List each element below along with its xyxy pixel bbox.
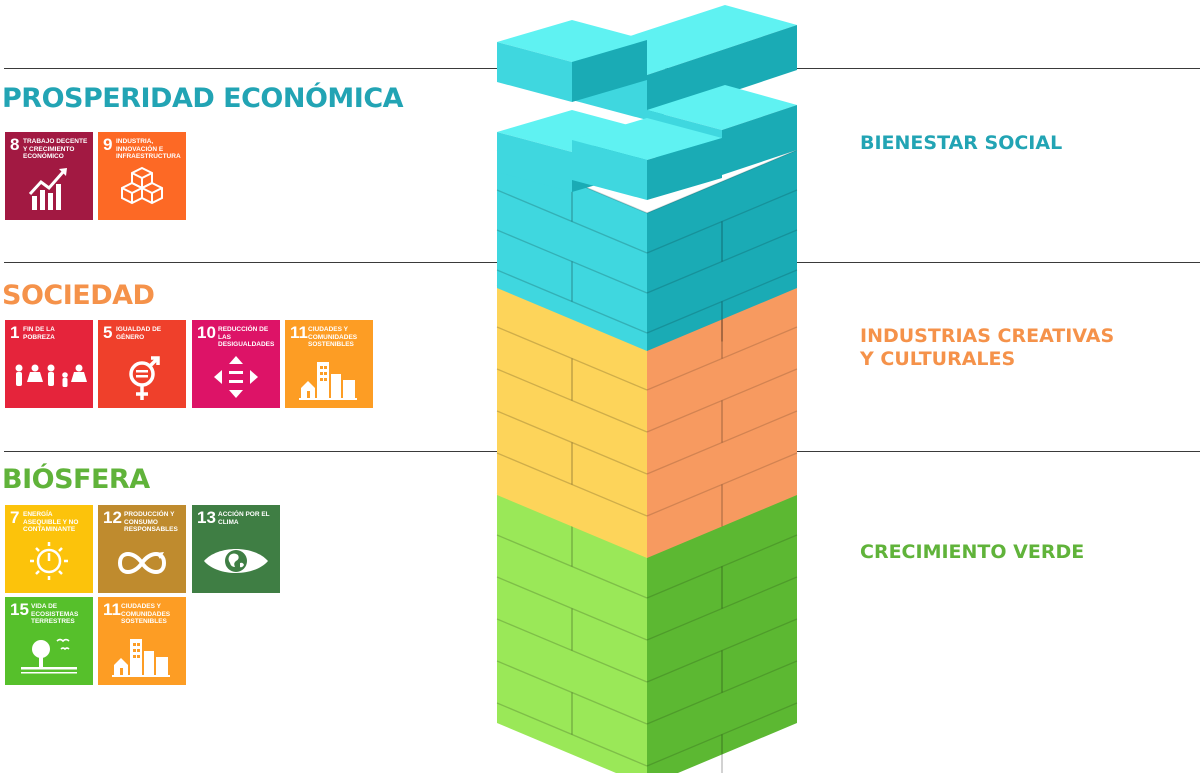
sdg-tile-13: 13 ACCIÓN POR EL CLIMA xyxy=(192,505,280,593)
sdg-number: 11 xyxy=(290,323,308,342)
top-block-mid-front xyxy=(497,132,572,192)
sdg-title: VIDA DE ECOSISTEMAS TERRESTRES xyxy=(31,603,79,625)
family-icon xyxy=(15,364,87,387)
sdg-number: 15 xyxy=(10,600,29,619)
top-block-mid-top xyxy=(497,110,647,152)
sdg-number: 10 xyxy=(197,323,216,342)
tower-cyan-front xyxy=(497,150,647,351)
sdg-tile-7: 7 ENERGÍA ASEQUIBLE Y NO CONTAMINANTE xyxy=(5,505,93,593)
sdg-tile-10: 10 REDUCCIÓN DE LAS DESIGUALDADES xyxy=(192,320,280,408)
sdg-number: 9 xyxy=(103,135,113,154)
city-icon xyxy=(299,362,357,400)
tower-yellow-front xyxy=(497,285,647,558)
top-block-right-side xyxy=(722,105,797,175)
sdg-title: CIUDADES Y COMUNIDADES SOSTENIBLES xyxy=(121,603,171,625)
cyan-side-2-seam xyxy=(646,229,798,294)
yellow-row-4-seam xyxy=(496,452,648,517)
sdg-tile-9: 9 INDUSTRIA, INNOVACIÓN E INFRAESTRUCTUR… xyxy=(98,132,186,220)
top-block-front-front xyxy=(572,140,647,200)
sdg-number: 8 xyxy=(10,135,20,154)
sdg-title: ENERGÍA ASEQUIBLE Y NO CONTAMINANTE xyxy=(23,511,79,533)
sdg-title: CIUDADES Y COMUNIDADES SOSTENIBLES xyxy=(308,326,358,348)
top-block-left-side xyxy=(572,40,647,102)
green-side-1-seam xyxy=(646,534,798,599)
cyan-row-1-seam xyxy=(496,189,648,254)
yellow-side-4-seam xyxy=(646,452,798,517)
yellow-row-3-seam xyxy=(496,410,648,475)
growth-chart-icon xyxy=(28,168,67,210)
cubes-icon xyxy=(121,166,163,205)
sdg-tile-11-biosfera: 11 CIUDADES Y COMUNIDADES SOSTENIBLES xyxy=(98,597,186,685)
green-row-1-seam xyxy=(496,534,648,599)
cyan-side-3-seam xyxy=(646,269,798,334)
cyan-side-1-seam xyxy=(646,189,798,254)
sdg-tile-11: 11 CIUDADES Y COMUNIDADES SOSTENIBLES xyxy=(285,320,373,408)
sdg-tile-5: 5 IGUALDAD DE GÉNERO xyxy=(98,320,186,408)
sdg-number: 12 xyxy=(103,508,122,527)
city-icon xyxy=(112,639,170,677)
green-row-5-seam xyxy=(496,702,648,767)
sdg-tile-1: 1 FIN DE LA POBREZA xyxy=(5,320,93,408)
sdg-title: TRABAJO DECENTE Y CRECIMIENTO ECONÓMICO xyxy=(23,138,88,160)
sdg-title: ACCIÓN POR EL CLIMA xyxy=(218,511,270,526)
tower-yellow-side xyxy=(647,285,797,558)
sdg-title: REDUCCIÓN DE LAS DESIGUALDADES xyxy=(218,326,275,348)
section-title-biosfera: BIÓSFERA xyxy=(2,464,150,495)
yellow-row-2-seam xyxy=(496,368,648,433)
top-block-left-front xyxy=(497,42,572,102)
sdg-number: 11 xyxy=(103,600,121,619)
green-row-3-seam xyxy=(496,618,648,683)
sdg-number: 13 xyxy=(197,508,216,527)
green-side-3-seam xyxy=(646,618,798,683)
label-crecimiento-verde: CRECIMIENTO VERDE xyxy=(860,541,1084,564)
sdg-title: FIN DE LA POBREZA xyxy=(23,326,55,341)
cyan-row-2-seam xyxy=(496,229,648,294)
cyan-side-0-seam xyxy=(646,149,798,214)
sdg-tile-12: 12 PRODUCCIÓN Y CONSUMO RESPONSABLES xyxy=(98,505,186,593)
yellow-row-1-seam xyxy=(496,326,648,391)
top-block-front-side xyxy=(647,138,722,200)
yellow-side-1-seam xyxy=(646,326,798,391)
green-side-4-seam xyxy=(646,660,798,725)
infinity-icon xyxy=(117,552,167,574)
sdg-title: IGUALDAD DE GÉNERO xyxy=(116,326,162,341)
tower-green-side xyxy=(647,493,797,773)
cyan-row-3-seam xyxy=(496,269,648,334)
sun-power-icon xyxy=(30,542,68,580)
label-line: CRECIMIENTO VERDE xyxy=(860,541,1085,563)
top-block-front-top xyxy=(572,118,722,160)
label-line: INDUSTRIAS CREATIVAS xyxy=(860,325,1115,347)
section-title-sociedad: SOCIEDAD xyxy=(2,280,155,311)
green-side-2-seam xyxy=(646,576,798,641)
label-line: BIENESTAR SOCIAL xyxy=(860,132,1063,154)
yellow-side-2-seam xyxy=(646,368,798,433)
equality-arrows-icon xyxy=(214,356,258,398)
green-row-4-seam xyxy=(496,660,648,725)
label-line: Y CULTURALES xyxy=(860,348,1016,370)
sdg-title: PRODUCCIÓN Y CONSUMO RESPONSABLES xyxy=(124,511,178,533)
sdg-number: 7 xyxy=(10,508,20,527)
eye-globe-icon xyxy=(204,549,268,573)
top-block-left-top xyxy=(497,20,647,62)
sdg-title: INDUSTRIA, INNOVACIÓN E INFRAESTRUCTURA xyxy=(116,138,181,160)
label-industrias-creativas: INDUSTRIAS CREATIVAS Y CULTURALES xyxy=(860,325,1114,371)
top-block-back-side xyxy=(647,25,797,120)
sdg-number: 1 xyxy=(10,323,20,342)
top-block-right-top xyxy=(647,85,797,130)
section-title-prosperidad: PROSPERIDAD ECONÓMICA xyxy=(2,83,404,114)
tower-green-front xyxy=(497,493,647,773)
green-side-5-seam xyxy=(646,702,798,767)
sdg-number: 5 xyxy=(103,323,113,342)
label-bienestar-social: BIENESTAR SOCIAL xyxy=(860,132,1062,155)
sdg-tile-8: 8 TRABAJO DECENTE Y CRECIMIENTO ECONÓMIC… xyxy=(5,132,93,220)
gender-equality-icon xyxy=(129,356,160,400)
yellow-side-3-seam xyxy=(646,410,798,475)
sdg-tile-15: 15 VIDA DE ECOSISTEMAS TERRESTRES xyxy=(5,597,93,685)
tower-cyan-side xyxy=(647,150,797,351)
tree-birds-icon xyxy=(21,638,77,674)
green-row-2-seam xyxy=(496,576,648,641)
